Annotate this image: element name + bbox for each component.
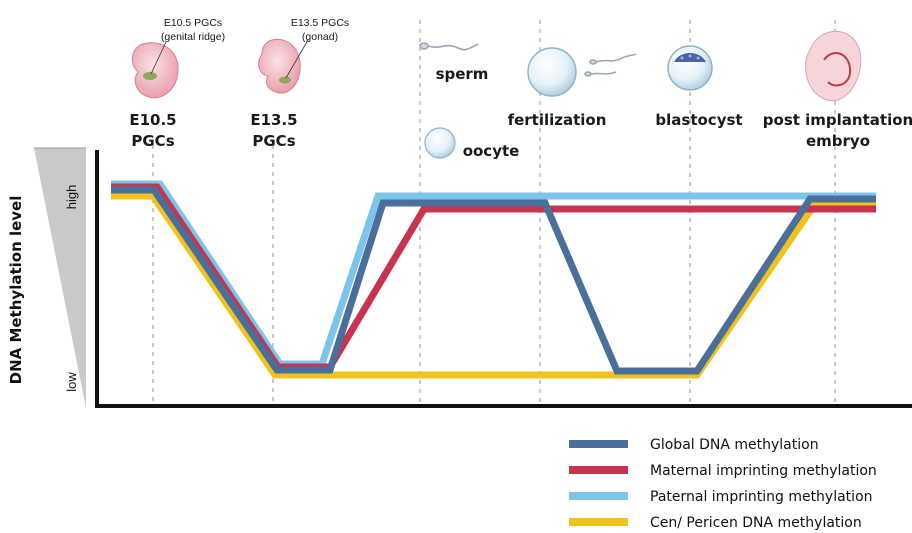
stage-e105-line2: PGCs — [131, 132, 174, 150]
post-implantation-embryo-icon — [805, 30, 862, 102]
curve-global — [111, 186, 876, 375]
y-axis-title: DNA Methylation level — [7, 196, 25, 385]
legend-label-global: Global DNA methylation — [650, 437, 819, 453]
y-tick-low: low — [64, 372, 79, 392]
embryo-e105-icon — [131, 41, 179, 99]
oocyte-icon — [424, 127, 456, 159]
stage-note-e135-b: (gonad) — [302, 31, 338, 43]
y-tick-high: high — [64, 185, 79, 210]
legend: Global DNA methylation Maternal imprinti… — [569, 437, 877, 531]
stage-blastocyst: blastocyst — [655, 111, 742, 129]
stage-sperm: sperm — [436, 65, 489, 83]
legend-label-cen-pericen: Cen/ Pericen DNA methylation — [650, 515, 862, 531]
stage-e135-line1: E13.5 — [250, 111, 297, 129]
stage-note-e105-b: (genital ridge) — [161, 31, 225, 43]
stage-oocyte: oocyte — [463, 142, 520, 160]
sperm-icon — [419, 42, 479, 51]
fertilized-egg-icon — [527, 47, 637, 97]
stage-post-line2: embryo — [806, 132, 870, 150]
stage-e105-line1: E10.5 — [129, 111, 176, 129]
stage-fertilization: fertilization — [508, 111, 607, 129]
curve-cen-pericen — [111, 192, 876, 379]
methylation-gradient-wedge — [34, 148, 86, 408]
stage-note-e105-a: E10.5 PGCs — [164, 17, 222, 29]
methylation-curves — [111, 180, 876, 379]
legend-item-paternal: Paternal imprinting methylation — [569, 489, 873, 505]
legend-item-maternal: Maternal imprinting methylation — [569, 463, 877, 479]
axes — [95, 150, 912, 408]
legend-item-cen-pericen: Cen/ Pericen DNA methylation — [569, 515, 862, 531]
legend-label-maternal: Maternal imprinting methylation — [650, 463, 877, 479]
stage-labels: E10.5 PGCs (genital ridge) E13.5 PGCs (g… — [129, 17, 912, 160]
stage-note-e135-a: E13.5 PGCs — [291, 17, 349, 29]
blastocyst-icon — [667, 45, 713, 91]
stage-post-line1: post implantation — [763, 111, 912, 129]
stage-e135-line2: PGCs — [252, 132, 295, 150]
legend-item-global: Global DNA methylation — [569, 437, 819, 453]
embryo-e135-icon — [258, 38, 309, 94]
legend-label-paternal: Paternal imprinting methylation — [650, 489, 873, 505]
